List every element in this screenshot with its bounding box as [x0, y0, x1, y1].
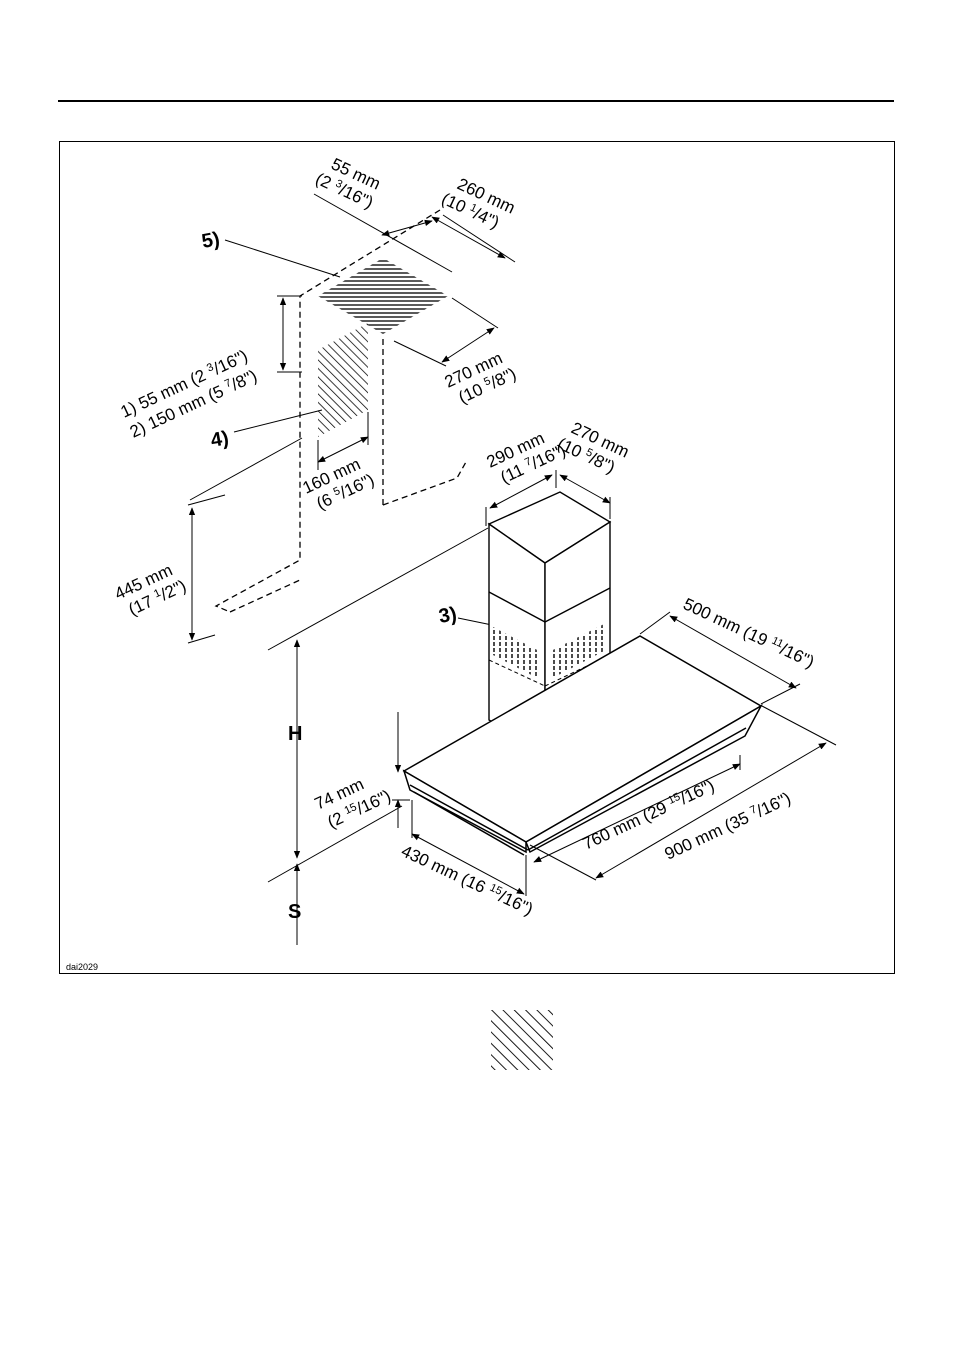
height-marker-h: H	[288, 723, 302, 745]
dim-55-150-side: 1) 55 mm (2 3/16") 2) 150 mm (5 7/8")	[118, 346, 260, 441]
hatch-legend-swatch	[491, 1010, 553, 1070]
wall-duct-area	[318, 323, 368, 437]
canopy	[404, 636, 761, 855]
callout-5: 5)	[200, 228, 221, 253]
dim-260: 260 mm (10 1/4")	[439, 171, 518, 236]
callout-3: 3)	[437, 603, 458, 628]
marker-s: S	[288, 901, 301, 923]
dim-430: 430 mm (16 15/16")	[398, 841, 536, 919]
dim-445: 445 mm (17 1/2")	[112, 558, 189, 622]
svg-text:430 mm (16 15/16"): 430 mm (16 15/16")	[398, 841, 536, 919]
dim-270-chimney: 270 mm (10 5/8")	[554, 416, 632, 480]
figure-code: dai2029	[66, 962, 98, 972]
ceiling-duct-area	[318, 258, 448, 334]
dim-55-top: 55 mm (2 3/16")	[313, 151, 385, 212]
callout-4: 4)	[209, 427, 230, 452]
dim-74: 74 mm (2 15/16")	[312, 766, 394, 833]
dim-270-top: 270 mm (10 5/8")	[442, 346, 519, 410]
dim-160: 160 mm (6 5/16")	[300, 452, 377, 516]
